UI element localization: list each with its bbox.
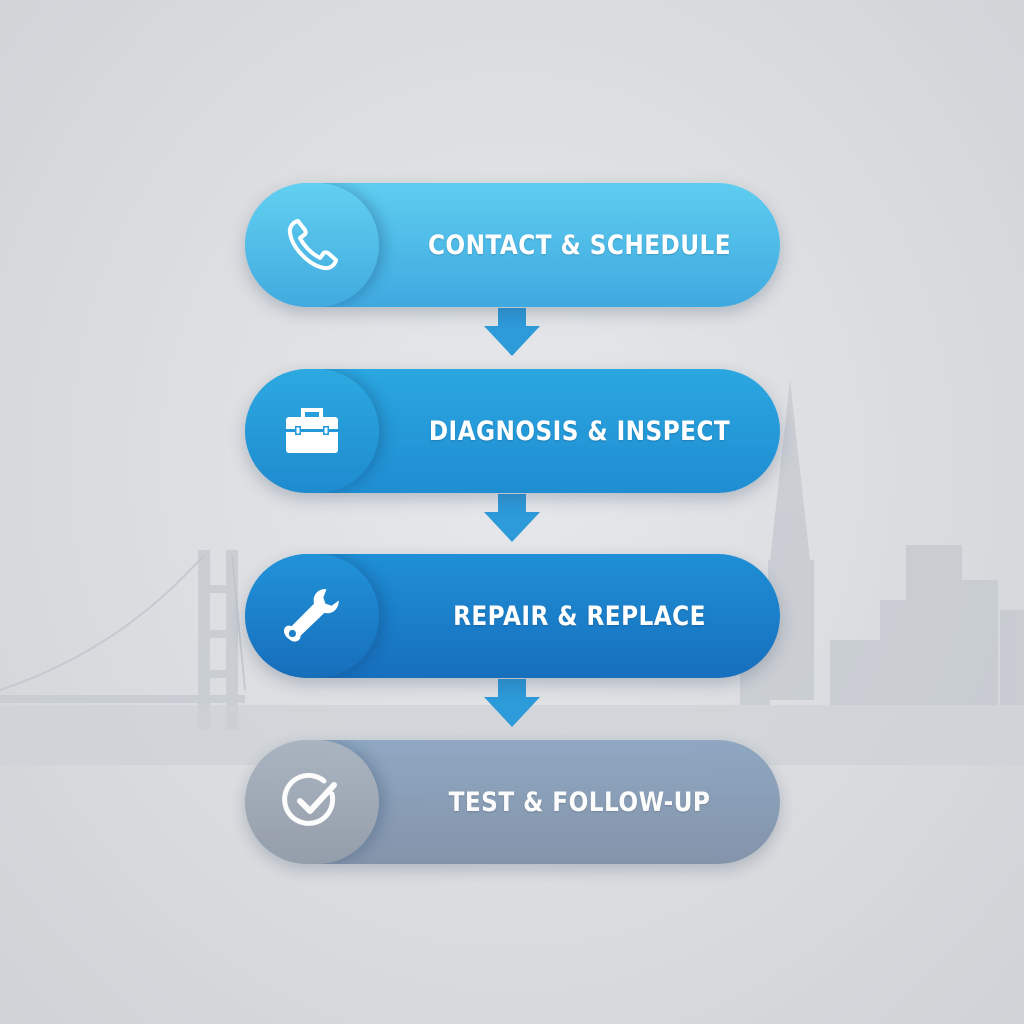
wrench-icon [283,589,339,642]
step-label: TEST & FOLLOW-UP [448,786,711,818]
step-label: REPAIR & REPLACE [453,600,706,632]
step-label: DIAGNOSIS & INSPECT [428,415,731,447]
step-repair-replace: REPAIR & REPLACE [245,554,780,678]
step-icon-badge [245,183,379,307]
down-arrow-icon [484,679,540,727]
phone-icon [287,219,338,271]
check-circle-icon [282,772,337,826]
step-test-follow-up: TEST & FOLLOW-UP [245,740,780,864]
down-arrow-icon [484,308,540,356]
step-icon-badge [245,369,379,493]
step-label: CONTACT & SCHEDULE [427,229,732,261]
step-icon-badge [245,554,379,678]
toolbox-icon [286,408,338,453]
down-arrow-icon [484,494,540,542]
step-icon-badge [245,740,379,864]
step-contact-schedule: CONTACT & SCHEDULE [245,183,780,307]
step-diagnosis-inspect: DIAGNOSIS & INSPECT [245,369,780,493]
